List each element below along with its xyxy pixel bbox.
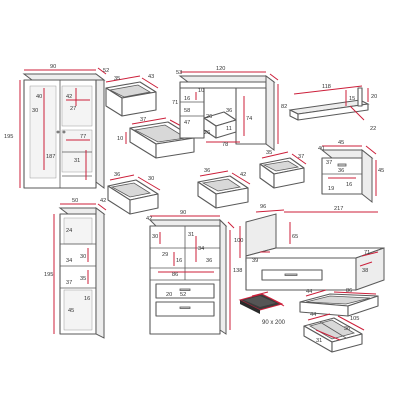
desk-height: 82 — [281, 104, 287, 110]
mattress-size-label: 90 x 200 — [262, 320, 286, 326]
drawer-d-width: 36 — [204, 168, 210, 174]
drawer-h-width: 31 — [316, 338, 322, 344]
bookcase: 50 42 195 24 30 34 35 37 16 45 — [44, 198, 107, 339]
nightstand: 45 40 45 37 36 16 19 — [318, 140, 384, 204]
cabinet-dim-7: 86 — [172, 272, 178, 278]
bookcase-depth: 42 — [100, 198, 106, 204]
cabinet-width: 90 — [180, 210, 186, 216]
shelf-height: 20 — [371, 94, 377, 100]
bookcase-dim-3: 34 — [66, 258, 72, 264]
shelf-depth: 22 — [370, 126, 376, 132]
nightstand-width: 45 — [338, 140, 344, 146]
bed-dim-3: 38 — [362, 268, 368, 274]
drawer-b-height: 10 — [117, 136, 123, 142]
drawer-f: 44 86 — [299, 288, 379, 317]
bookcase-dim-4: 35 — [80, 276, 86, 282]
drawer-a: 35 43 — [105, 74, 159, 117]
nightstand-dim-3: 16 — [346, 182, 352, 188]
desk-dim-9: 26 — [204, 130, 210, 136]
nightstand-dim-2: 36 — [338, 168, 344, 174]
drawer-g: 44 105 31 36 — [303, 312, 365, 353]
bookcase-dim-1: 24 — [66, 228, 72, 234]
wardrobe-dim-1: 40 — [36, 94, 42, 100]
bookcase-dim-2: 30 — [80, 254, 86, 260]
desk-depth: 53 — [176, 70, 182, 76]
drawer-c: 36 30 — [107, 172, 161, 215]
drawer-c-width: 36 — [114, 172, 120, 178]
cabinet-dim-1: 30 — [152, 234, 158, 240]
wardrobe-dim-3: 30 — [32, 108, 38, 114]
desk-dim-1: 10 — [198, 88, 204, 94]
desk-dim-8: 74 — [246, 116, 252, 122]
drawer-g-width: 44 — [310, 312, 316, 318]
cabinet: 90 42 138 30 31 29 16 34 36 86 20 52 — [146, 210, 242, 335]
cabinet-dim-3: 29 — [162, 252, 168, 258]
desk-dim-2: 16 — [184, 96, 190, 102]
desk: 120 53 82 10 16 71 58 47 26 36 74 26 11 … — [172, 66, 287, 151]
drawer-c-depth: 30 — [148, 176, 154, 182]
drawer-d: 36 42 — [197, 168, 251, 209]
bookcase-width: 50 — [72, 198, 78, 204]
nightstand-height: 45 — [378, 168, 384, 174]
cabinet-dim-2: 31 — [188, 232, 194, 238]
desk-width: 120 — [216, 66, 225, 72]
nightstand-dim-4: 19 — [328, 186, 334, 192]
desk-dim-3: 71 — [172, 100, 178, 106]
cabinet-dim-8: 20 — [166, 292, 172, 298]
bed-dim-2: 39 — [252, 258, 258, 264]
shelf-width: 118 — [322, 84, 331, 90]
drawer-g-depth: 105 — [350, 316, 359, 322]
wall-shelf: 118 20 22 15 — [288, 84, 377, 132]
cabinet-dim-5: 34 — [198, 246, 204, 252]
wardrobe-dim-7: 31 — [74, 158, 80, 164]
drawer-f-depth: 44 — [306, 289, 312, 295]
drawer-a-width: 35 — [114, 76, 120, 82]
desk-dim-7: 36 — [226, 108, 232, 114]
bed-dim-1: 65 — [292, 234, 298, 240]
drawer-e-depth: 37 — [298, 154, 304, 160]
wardrobe-dim-6: 77 — [80, 134, 86, 140]
drawer-a-depth: 43 — [148, 74, 154, 80]
wardrobe-depth-label: 52 — [103, 68, 109, 74]
nightstand-depth: 40 — [318, 146, 324, 152]
wardrobe-height-label: 195 — [4, 134, 13, 140]
shelf-mid: 15 — [349, 96, 355, 102]
cabinet-dim-6: 36 — [206, 258, 212, 264]
bookcase-dim-6: 16 — [84, 296, 90, 302]
bed-depth: 96 — [260, 204, 266, 210]
cabinet-dim-9: 52 — [180, 292, 186, 298]
bed-width: 217 — [334, 206, 343, 212]
drawer-b-width: 37 — [140, 117, 146, 123]
bookcase-dim-5: 37 — [66, 280, 72, 286]
cabinet-height: 138 — [233, 268, 242, 274]
bookcase-height: 195 — [44, 272, 53, 278]
drawer-d-depth: 42 — [240, 172, 246, 178]
desk-dim-5: 47 — [184, 120, 190, 126]
drawer-f-width: 86 — [346, 288, 352, 294]
wardrobe-dim-4: 27 — [70, 106, 76, 112]
bed: 96 217 100 65 39 38 71 — [234, 204, 385, 291]
desk-dim-6: 26 — [206, 114, 212, 120]
drawer-e: 35 37 — [259, 150, 307, 189]
desk-dim-10: 11 — [226, 126, 232, 132]
cabinet-depth: 42 — [146, 216, 152, 222]
bed-height: 100 — [234, 238, 243, 244]
cabinet-dim-4: 16 — [176, 258, 182, 264]
wardrobe: 90 195 52 40 42 30 27 187 77 31 — [4, 64, 109, 189]
nightstand-dim-1: 37 — [326, 160, 332, 166]
desk-dim-4: 58 — [184, 108, 190, 114]
bookcase-dim-7: 45 — [68, 308, 74, 314]
wardrobe-dim-2: 42 — [66, 94, 72, 100]
wardrobe-width-label: 90 — [50, 64, 56, 70]
desk-dim-11: 78 — [222, 142, 228, 148]
mattress-indicator: 90 x 200 — [238, 291, 286, 326]
drawer-e-width: 35 — [266, 150, 272, 156]
bed-dim-4: 71 — [364, 250, 370, 256]
wardrobe-dim-5: 187 — [46, 154, 55, 160]
drawer-h-depth: 36 — [344, 326, 350, 332]
